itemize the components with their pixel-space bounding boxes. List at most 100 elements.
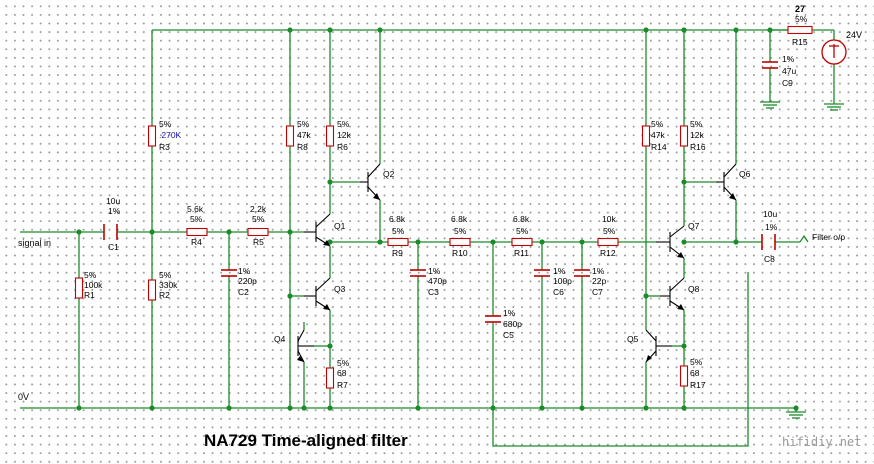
watermark: hifidiy.net — [782, 435, 861, 449]
resistor-R17 — [679, 365, 689, 387]
r3-value: .270K — [159, 130, 182, 140]
q1-label: Q1 — [334, 221, 346, 231]
c3-value: 470p — [428, 276, 447, 286]
c9-value: 47u — [782, 66, 796, 76]
r11-tol: 5% — [516, 226, 529, 236]
transistor-Q5 — [645, 329, 672, 363]
capacitor-C5 — [485, 315, 501, 323]
r8-ref: R8 — [297, 142, 308, 152]
c6-ref: C6 — [553, 287, 564, 297]
junctions — [76, 27, 799, 411]
supply-label: 24V — [846, 30, 862, 40]
zero-v-label: 0V — [18, 392, 29, 402]
r10-tol: 5% — [454, 226, 467, 236]
r9-tol: 5% — [392, 226, 405, 236]
r2-ref: R2 — [159, 290, 170, 300]
resistor-R3 — [147, 125, 157, 147]
capacitor-C6 — [534, 269, 550, 277]
r5-value: 2.2k — [250, 204, 267, 214]
resistor-R15 — [787, 25, 813, 35]
r3-ref: R3 — [159, 142, 170, 152]
r9-value: 6.8k — [389, 214, 406, 224]
c8-tol: 1% — [765, 222, 778, 232]
capacitor-C2 — [221, 269, 237, 277]
capacitor-C7 — [574, 269, 590, 277]
resistor-R14 — [641, 125, 651, 147]
r7-tol: 5% — [337, 358, 350, 368]
q5-label: Q5 — [627, 334, 639, 344]
resistor-R7 — [325, 367, 335, 389]
r17-value: 68 — [690, 368, 700, 378]
r11-value: 6.8k — [513, 214, 530, 224]
r4-ref: R4 — [191, 237, 202, 247]
c9-tol: 1% — [782, 54, 795, 64]
r7-ref: R7 — [337, 380, 348, 390]
c2-ref: C2 — [238, 287, 249, 297]
r10-value: 6.8k — [451, 214, 468, 224]
capacitor-C8 — [761, 234, 776, 250]
resistor-R11 — [511, 237, 533, 247]
capacitor-C1 — [103, 224, 118, 240]
r12-ref: R12 — [600, 248, 616, 258]
resistor-R16 — [679, 125, 689, 147]
r9-ref: R9 — [392, 248, 403, 258]
c7-value: 22p — [592, 276, 606, 286]
r12-value: 10k — [602, 214, 616, 224]
resistor-R4 — [186, 227, 208, 237]
transistor-Q4 — [297, 329, 314, 363]
transistor-Q8 — [660, 277, 685, 311]
r15-value: 27 — [795, 4, 805, 14]
r5-tol: 5% — [252, 214, 265, 224]
c3-ref: C3 — [428, 287, 439, 297]
page-title: NA729 Time-aligned filter — [204, 431, 408, 450]
signal-in-label: signal in — [18, 238, 51, 248]
r6-ref: R6 — [337, 142, 348, 152]
q8-label: Q8 — [688, 284, 700, 294]
c2-tol: 1% — [238, 266, 251, 276]
ground-symbol-supply — [824, 103, 844, 111]
r5-ref: R5 — [253, 237, 264, 247]
c1-tol: 1% — [108, 206, 121, 216]
r11-ref: R11 — [514, 248, 529, 258]
c7-tol: 1% — [592, 266, 605, 276]
capacitor-C3 — [410, 269, 426, 277]
filter-out-label: Filter o/p — [812, 232, 845, 242]
c1-ref: C1 — [108, 242, 119, 252]
wires — [20, 29, 835, 447]
resistor-R9 — [387, 237, 409, 247]
labels: signal in 0V Filter o/p 24V 10u 1% C1 5%… — [18, 4, 862, 450]
c1-value: 10u — [106, 196, 120, 206]
r8-tol: 5% — [297, 119, 310, 129]
q4-label: Q4 — [274, 334, 286, 344]
transistor-Q1 — [304, 213, 331, 247]
resistor-R8 — [285, 125, 295, 147]
c2-value: 220p — [238, 276, 257, 286]
c3-tol: 1% — [428, 266, 441, 276]
resistor-R12 — [597, 237, 619, 247]
r6-value: 12k — [337, 130, 351, 140]
transistor-Q6 — [716, 163, 737, 201]
r4-value: 5.6k — [187, 204, 204, 214]
r7-value: 68 — [337, 368, 347, 378]
r12-tol: 5% — [603, 226, 616, 236]
c8-ref: C8 — [764, 254, 775, 264]
r14-tol: 5% — [651, 119, 664, 129]
r2-value: 330k — [159, 280, 178, 290]
c9-ref: C9 — [782, 78, 793, 88]
r17-ref: R17 — [690, 380, 706, 390]
r14-value: 47k — [651, 130, 665, 140]
ground-symbol-c9 — [760, 101, 780, 109]
c5-tol: 1% — [503, 308, 516, 318]
q7-label: Q7 — [688, 221, 700, 231]
r6-tol: 5% — [337, 119, 350, 129]
r3-tol: 5% — [159, 119, 172, 129]
r16-value: 12k — [690, 130, 704, 140]
r1-ref: R1 — [84, 290, 95, 300]
r8-value: 47k — [297, 130, 311, 140]
r10-ref: R10 — [452, 248, 468, 258]
q2-label: Q2 — [383, 169, 395, 179]
c7-ref: C7 — [592, 287, 603, 297]
output-terminal — [799, 234, 809, 243]
